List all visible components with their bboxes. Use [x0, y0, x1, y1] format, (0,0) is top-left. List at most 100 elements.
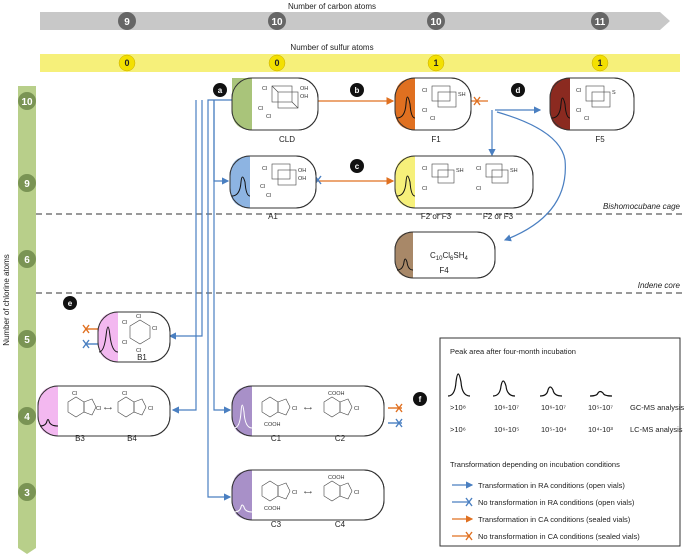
svg-text:Cl: Cl	[430, 116, 435, 122]
legend-title: Peak area after four-month incubation	[450, 347, 576, 356]
svg-text:OH: OH	[298, 168, 306, 174]
svg-text:COOH: COOH	[328, 391, 345, 397]
svg-text:Cl: Cl	[72, 391, 77, 397]
svg-text:Cl: Cl	[266, 114, 271, 120]
lc-value-4: 10⁴-10³	[588, 425, 613, 434]
step-labels: a b c d e f	[63, 83, 525, 406]
chlorine-value-1: 10	[18, 92, 36, 110]
svg-text:0: 0	[274, 58, 279, 68]
svg-text:e: e	[68, 299, 73, 308]
legend-item-4: No transformation in CA conditions (seal…	[452, 531, 640, 541]
svg-text:Cl: Cl	[262, 86, 267, 92]
svg-text:OH: OH	[300, 86, 308, 92]
legend: Peak area after four-month incubation >1…	[439, 337, 685, 547]
svg-text:0: 0	[124, 58, 129, 68]
svg-text:Cl: Cl	[262, 166, 267, 172]
svg-text:6: 6	[24, 255, 30, 266]
svg-text:OH: OH	[300, 94, 308, 100]
svg-text:Transformation in RA condition: Transformation in RA conditions (open vi…	[478, 481, 625, 490]
gc-value-2: 10⁶-10⁷	[494, 403, 519, 412]
step-f: f	[413, 392, 427, 406]
label-f4: F4	[439, 266, 449, 275]
svg-text:9: 9	[124, 17, 130, 28]
gc-value-1: >10⁸	[450, 403, 466, 412]
svg-text:9: 9	[24, 179, 30, 190]
svg-text:Transformation in CA condition: Transformation in CA conditions (sealed …	[478, 515, 631, 524]
label-a1: A1	[268, 212, 278, 221]
label-f5: F5	[595, 135, 605, 144]
svg-text:COOH: COOH	[264, 506, 281, 512]
svg-text:⟷: ⟷	[304, 406, 313, 412]
legend-item-3: Transformation in CA conditions (sealed …	[452, 515, 631, 524]
legend-item-2: No transformation in RA conditions (open…	[452, 497, 635, 507]
cross-f1-orange	[473, 96, 481, 106]
label-c3: C3	[271, 520, 282, 529]
sulfur-axis: Number of sulfur atoms 0 0 1 1	[40, 43, 680, 72]
label-c2: C2	[335, 434, 346, 443]
svg-text:SH: SH	[458, 92, 466, 98]
svg-text:11: 11	[595, 17, 606, 28]
svg-text:3: 3	[24, 488, 30, 499]
chlorine-axis: Number of chlorine atoms 10 9 6 5 4 3	[2, 86, 36, 554]
svg-text:Cl: Cl	[422, 108, 427, 114]
sulfur-value-3: 1	[427, 54, 445, 72]
carbon-value-2: 10	[268, 12, 286, 30]
svg-text:a: a	[218, 86, 223, 95]
svg-text:OH: OH	[298, 176, 306, 182]
svg-text:Cl: Cl	[152, 326, 157, 332]
lc-value-1: >10⁶	[450, 425, 466, 434]
label-f2b: F2 or F3	[483, 212, 514, 221]
svg-text:Cl: Cl	[122, 320, 127, 326]
orange-arrows	[315, 97, 488, 185]
svg-text:Cl: Cl	[122, 340, 127, 346]
svg-text:Cl: Cl	[584, 116, 589, 122]
svg-text:SH: SH	[456, 168, 464, 174]
svg-text:Cl: Cl	[476, 186, 481, 192]
svg-text:SH: SH	[510, 168, 518, 174]
svg-text:Cl: Cl	[292, 406, 297, 412]
gc-value-3: 10⁶-10⁷	[541, 403, 566, 412]
label-f1: F1	[431, 135, 441, 144]
chlorine-value-4: 5	[18, 330, 36, 348]
label-b1: B1	[137, 353, 147, 362]
cross-b1-orange	[82, 324, 98, 334]
carbon-value-3: 10	[427, 12, 445, 30]
lc-label: LC-MS analysis (white)	[630, 425, 685, 434]
svg-text:No transformation in RA condit: No transformation in RA conditions (open…	[478, 498, 635, 507]
svg-text:5: 5	[24, 335, 30, 346]
step-e: e	[63, 296, 77, 310]
label-b3: B3	[75, 434, 85, 443]
legend-item-1: Transformation in RA conditions (open vi…	[452, 481, 625, 490]
svg-text:1: 1	[433, 58, 438, 68]
svg-text:b: b	[355, 86, 360, 95]
cross-c-blue	[388, 418, 403, 428]
svg-text:Cl: Cl	[576, 108, 581, 114]
chlorine-value-2: 9	[18, 174, 36, 192]
cross-c-orange	[388, 403, 403, 413]
svg-text:Cl: Cl	[576, 88, 581, 94]
sulfur-value-2: 0	[268, 54, 286, 72]
svg-text:c: c	[355, 162, 360, 171]
gc-label: GC-MS analysis (black)	[630, 403, 685, 412]
svg-text:Cl: Cl	[476, 166, 481, 172]
zone-label-cage: Bishomocubane cage	[603, 202, 680, 211]
step-d: d	[511, 83, 525, 97]
svg-text:Cl: Cl	[354, 406, 359, 412]
svg-text:Cl: Cl	[136, 314, 141, 320]
svg-text:⟷: ⟷	[104, 406, 113, 412]
svg-text:Cl: Cl	[148, 406, 153, 412]
chlorine-value-6: 3	[18, 483, 36, 501]
cross-b1-blue	[82, 339, 98, 349]
sulfur-value-4: 1	[591, 54, 609, 72]
svg-text:Cl: Cl	[260, 184, 265, 190]
svg-text:Cl: Cl	[422, 186, 427, 192]
svg-text:4: 4	[24, 412, 30, 423]
svg-text:10: 10	[21, 97, 33, 108]
svg-text:Cl: Cl	[292, 490, 297, 496]
svg-text:10: 10	[430, 17, 442, 28]
